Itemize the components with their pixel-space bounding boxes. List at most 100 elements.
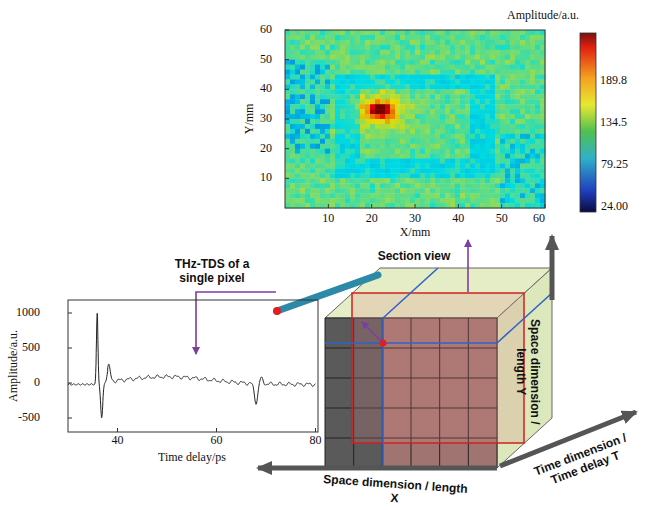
heat-cell <box>375 193 380 198</box>
heat-cell <box>315 60 320 65</box>
heat-cell <box>290 55 295 60</box>
heat-cell <box>525 94 530 99</box>
heat-cell <box>305 144 310 149</box>
heat-cell <box>460 144 465 149</box>
heat-cell <box>290 94 295 99</box>
heat-cell <box>380 104 385 109</box>
heat-cell <box>410 75 415 80</box>
heat-cell <box>320 99 325 104</box>
heat-cell <box>435 40 440 45</box>
heat-cell <box>415 79 420 84</box>
heat-cell <box>310 70 315 75</box>
heat-cell <box>290 89 295 94</box>
heat-cell <box>515 104 520 109</box>
heat-cell <box>460 30 465 35</box>
heat-cell <box>365 79 370 84</box>
heat-cell <box>440 164 445 169</box>
heat-cell <box>420 40 425 45</box>
heat-cell <box>520 129 525 134</box>
heat-cell <box>295 129 300 134</box>
heat-cell <box>350 40 355 45</box>
heat-cell <box>320 109 325 114</box>
heat-cell <box>435 188 440 193</box>
heat-cell <box>530 139 535 144</box>
heat-cell <box>450 70 455 75</box>
heat-cell <box>505 168 510 173</box>
heat-cell <box>285 94 290 99</box>
heat-cell <box>370 149 375 154</box>
heat-cell <box>285 65 290 70</box>
heat-cell <box>285 119 290 124</box>
heat-cell <box>300 134 305 139</box>
heat-cell <box>295 109 300 114</box>
heat-cell <box>285 104 290 109</box>
heat-cell <box>320 134 325 139</box>
heat-cell <box>370 50 375 55</box>
heat-cell <box>515 79 520 84</box>
callout-label: THz-TDS of a single pixel <box>160 258 264 286</box>
heat-cell <box>500 60 505 65</box>
heat-cell <box>355 198 360 203</box>
heat-cell <box>295 134 300 139</box>
heat-cell <box>370 139 375 144</box>
heat-cell <box>290 70 295 75</box>
heat-cell <box>380 178 385 183</box>
x-axis-arrow <box>258 466 497 471</box>
heat-cell <box>345 173 350 178</box>
heat-cell <box>370 104 375 109</box>
heat-cell <box>440 65 445 70</box>
heat-cell <box>425 89 430 94</box>
heat-cell <box>295 183 300 188</box>
heat-cell <box>460 139 465 144</box>
heat-cell <box>520 134 525 139</box>
tick-label: 20 <box>248 142 272 156</box>
heat-cell <box>505 94 510 99</box>
heat-cell <box>490 164 495 169</box>
heat-cell <box>490 124 495 129</box>
heat-cell <box>375 114 380 119</box>
heat-cell <box>315 134 320 139</box>
heat-cell <box>450 45 455 50</box>
heat-cell <box>335 109 340 114</box>
heat-cell <box>305 65 310 70</box>
heat-cell <box>380 55 385 60</box>
heat-cell <box>370 164 375 169</box>
heat-cell <box>330 114 335 119</box>
heat-cell <box>410 164 415 169</box>
heat-cell <box>390 178 395 183</box>
heat-cell <box>410 70 415 75</box>
heat-cell <box>385 144 390 149</box>
heat-cell <box>420 114 425 119</box>
tick <box>501 204 502 208</box>
heat-cell <box>490 94 495 99</box>
heat-cell <box>480 79 485 84</box>
heatmap-ticks <box>285 30 545 208</box>
heat-cell <box>450 75 455 80</box>
heat-cell <box>285 30 290 35</box>
heat-cell <box>285 79 290 84</box>
heat-cell <box>475 99 480 104</box>
heat-cell <box>330 198 335 203</box>
heat-cell <box>340 159 345 164</box>
heat-cell <box>470 75 475 80</box>
heat-cell <box>285 129 290 134</box>
heat-cell <box>450 134 455 139</box>
heat-cell <box>465 60 470 65</box>
heat-cell <box>385 198 390 203</box>
heat-cell <box>495 50 500 55</box>
heat-cell <box>505 40 510 45</box>
heat-cell <box>370 40 375 45</box>
thz-waveform <box>68 313 316 417</box>
heat-cell <box>315 40 320 45</box>
heat-cell <box>520 198 525 203</box>
heat-cell <box>300 35 305 40</box>
heat-cell <box>445 198 450 203</box>
heat-cell <box>445 55 450 60</box>
heat-cell <box>430 79 435 84</box>
heat-cell <box>425 183 430 188</box>
heat-cell <box>430 188 435 193</box>
heat-cell <box>295 119 300 124</box>
heat-cell <box>395 104 400 109</box>
heat-cell <box>530 144 535 149</box>
heat-cell <box>360 139 365 144</box>
